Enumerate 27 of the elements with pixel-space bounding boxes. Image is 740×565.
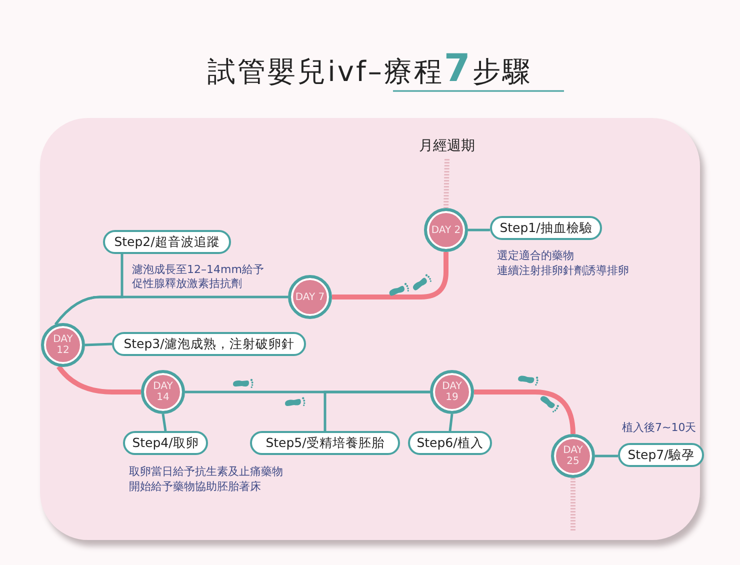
connector-line <box>54 254 124 326</box>
connector-line <box>324 390 430 431</box>
connector-line <box>595 454 618 458</box>
connector-line <box>448 414 454 432</box>
connector-line <box>56 365 141 394</box>
step-box: Step3/濾泡成熟，注射破卵針 <box>112 332 306 356</box>
hatched-line <box>444 158 450 208</box>
step-box: Step5/受精培養胚胎 <box>250 431 400 455</box>
step-box: Step2/超音波追蹤 <box>103 230 231 254</box>
step-box: Step1/抽血檢驗 <box>490 216 602 240</box>
title: 試管嬰兒ivf–療程7步驟 <box>206 46 534 91</box>
step-box: Step4/取卵 <box>123 431 208 455</box>
step-note: 植入後7~10天 <box>622 421 696 435</box>
step-note: 取卵當日給予抗生素及止痛藥物 <box>129 465 283 479</box>
connector-line <box>162 414 167 432</box>
hatched-line <box>570 478 576 532</box>
connector-line <box>84 342 112 346</box>
cycle-label: 月經週期 <box>407 137 487 155</box>
connector-line <box>332 252 448 300</box>
step-box: Step6/植入 <box>408 431 492 455</box>
step-note: 濾泡成長至12–14mm給予促性腺釋放激素拮抗劑 <box>132 263 264 291</box>
step-box: Step7/驗孕 <box>618 443 704 467</box>
step-note: 選定適合的藥物 <box>497 249 574 263</box>
connector-line <box>468 228 490 232</box>
connector-line <box>474 390 576 434</box>
step-note: 連續注射排卵針劑誘導排卵 <box>497 264 629 278</box>
step-note: 開始給予藥物協助胚胎著床 <box>129 480 261 494</box>
